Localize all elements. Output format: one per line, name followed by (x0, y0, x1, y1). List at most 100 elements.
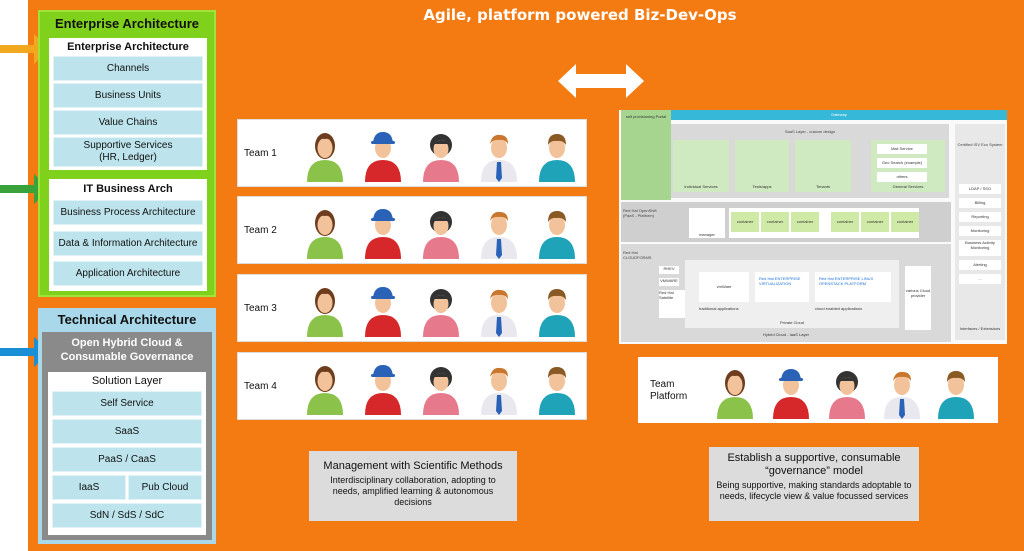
it-business-title: IT Business Arch (83, 183, 173, 195)
arch-saas-col: Tenants (795, 140, 851, 192)
ea-panel-title: Enterprise Architecture (67, 41, 189, 53)
arch-cloud-enabled: cloud enabled applications (815, 306, 863, 311)
person-icon (304, 281, 346, 337)
technical-architecture-heading: Technical Architecture (57, 312, 197, 327)
person-icon (420, 281, 462, 337)
it-item-business-process: Business Process Architecture (53, 200, 203, 225)
solution-layer-panel: Solution Layer Self Service SaaS PaaS / … (48, 372, 206, 535)
person-icon (714, 363, 756, 419)
governance-note-body: Being supportive, making standards adopt… (716, 480, 912, 501)
arch-left-small: VMWARE (659, 278, 679, 286)
person-icon (770, 363, 812, 419)
arch-various: various Cloud provider (905, 266, 931, 330)
arch-right-item: Billing (959, 198, 1001, 208)
arch-saas-label: SaaS Layer - custom design (784, 129, 836, 134)
open-hybrid-cloud-title: Open Hybrid Cloud & Consumable Governanc… (60, 337, 194, 363)
arch-portal: self provisioning Portal (621, 110, 671, 200)
arch-container: container (761, 212, 789, 232)
arch-osp: Red Hat ENTERPRISE LINUX OPENSTACK PLATF… (815, 272, 891, 302)
it-business-panel: IT Business Arch Business Process Archit… (49, 179, 207, 291)
arch-right-item: Reporting (959, 212, 1001, 222)
arch-right-item: Monitoring (959, 226, 1001, 236)
ta-item-sdn-sds-sdc: SdN / SdS / SdC (52, 503, 202, 528)
team-label: Team 1 (244, 148, 277, 159)
team-row: Team 1 (237, 119, 587, 187)
person-icon (478, 203, 520, 259)
arch-left-small: RHEV (659, 266, 679, 274)
governance-note-title: Establish a supportive, consumable “gove… (727, 452, 901, 477)
it-item-data-information: Data & Information Architecture (53, 231, 203, 256)
arch-top-bar: Gateway (671, 110, 1007, 120)
arch-openshift-label: Red Hat OpenShift (PaaS - Platform) (623, 208, 657, 218)
team-label: Team 3 (244, 303, 277, 314)
management-note: Management with Scientific Methods Inter… (309, 451, 517, 521)
it-item-application: Application Architecture (53, 261, 203, 286)
ea-item-supportive-services: Supportive Services (HR, Ledger) (53, 137, 203, 167)
person-icon (536, 203, 578, 259)
team-label: Team 2 (244, 225, 277, 236)
person-icon (881, 363, 923, 419)
ta-item-saas: SaaS (52, 419, 202, 444)
arch-right-item: ... (959, 274, 1001, 284)
ea-item-business-units: Business Units (53, 83, 203, 108)
arch-container: container (861, 212, 889, 232)
person-icon (304, 126, 346, 182)
enterprise-architecture-heading: Enterprise Architecture (54, 16, 199, 31)
team-label: Team 4 (244, 381, 277, 392)
arch-container: container (891, 212, 919, 232)
ta-item-pub-cloud: Pub Cloud (128, 475, 202, 500)
arch-vmware: vmWare (699, 272, 749, 302)
person-icon (304, 203, 346, 259)
person-icon (478, 126, 520, 182)
person-icon (420, 203, 462, 259)
person-icon (420, 359, 462, 415)
ta-item-paas-caas: PaaS / CaaS (52, 447, 202, 472)
arch-manager: manager (689, 208, 725, 238)
diagram-title: Agile, platform powered Biz-Dev-Ops (423, 6, 737, 24)
arch-service: Geo Search (example) (877, 158, 927, 168)
governance-note: Establish a supportive, consumable “gove… (709, 447, 919, 521)
team-row: Team 2 (237, 196, 587, 264)
arch-right-item: Alerting (959, 260, 1001, 270)
person-icon (478, 359, 520, 415)
ea-item-channels: Channels (53, 56, 203, 81)
arch-eco: Certified ISV Eco System (957, 142, 1003, 147)
arch-service: Mail Service (877, 144, 927, 154)
person-icon (826, 363, 868, 419)
arch-cloudforms-label: Red Hat CLOUDFORMS (623, 250, 652, 260)
team-platform-label: Team Platform (650, 379, 688, 402)
arch-container: container (731, 212, 759, 232)
arch-right-item: LDAP / SSO (959, 184, 1001, 194)
arch-right-item: Business Activity Monitoring (959, 240, 1001, 256)
person-icon (935, 363, 977, 419)
person-icon (478, 281, 520, 337)
person-icon (362, 359, 404, 415)
double-arrow-icon (558, 64, 644, 98)
arch-saas-col: Tests/apps (735, 140, 789, 192)
team-row: Team 3 (237, 274, 587, 342)
solution-layer-title: Solution Layer (91, 375, 163, 387)
person-icon (304, 359, 346, 415)
enterprise-architecture-section: Enterprise Architecture Enterprise Archi… (38, 10, 216, 297)
technical-architecture-section: Technical Architecture Open Hybrid Cloud… (38, 308, 216, 544)
management-note-title: Management with Scientific Methods (323, 460, 503, 472)
person-icon (536, 126, 578, 182)
person-icon (420, 126, 462, 182)
person-icon (536, 281, 578, 337)
arch-container: container (831, 212, 859, 232)
open-hybrid-cloud-box: Open Hybrid Cloud & Consumable Governanc… (42, 332, 212, 540)
arch-private-cloud-label: Private Cloud (779, 320, 804, 325)
ea-item-value-chains: Value Chains (53, 110, 203, 135)
arch-saas-col: Individual Services (673, 140, 729, 192)
arch-rhv: Red Hat ENTERPRISE VIRTUALIZATION (755, 272, 809, 302)
ea-panel: Enterprise Architecture Channels Busines… (49, 38, 207, 170)
arch-container: container (791, 212, 819, 232)
arch-trad: traditional applications (699, 306, 739, 311)
platform-architecture-diagram: Gateway self provisioning Portal SaaS La… (619, 110, 1007, 344)
arch-left-small: Red Hat Satellite (659, 290, 685, 318)
arch-service: others (877, 172, 927, 182)
person-icon (362, 203, 404, 259)
team-row: Team 4 (237, 352, 587, 420)
person-icon (362, 281, 404, 337)
arch-interfaces: Interfaces / Extensions (959, 326, 1001, 331)
